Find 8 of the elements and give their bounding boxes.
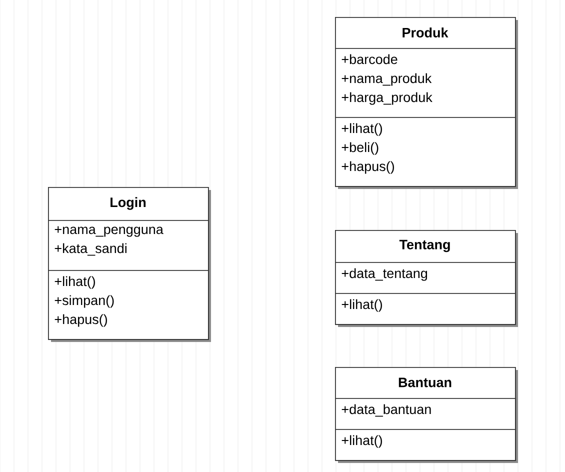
class-compartment: +lihat() +simpan() +hapus()	[48, 270, 209, 340]
class-compartment: +lihat() +beli() +hapus()	[335, 117, 516, 187]
class-compartment: +nama_pengguna +kata_sandi	[48, 220, 209, 271]
class-compartment: +data_bantuan	[335, 398, 516, 430]
class-compartment: +lihat()	[335, 429, 516, 461]
class-compartment: +data_tentang	[335, 262, 516, 294]
class-compartment: +barcode +nama_produk +harga_produk	[335, 48, 516, 118]
class-compartment: +lihat()	[335, 293, 516, 325]
